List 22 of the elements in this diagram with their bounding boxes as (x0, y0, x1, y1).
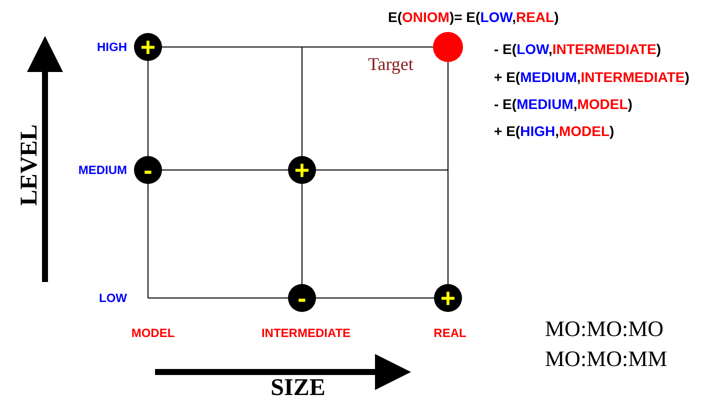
formula-term: + E(MEDIUM,INTERMEDIATE) (494, 69, 690, 85)
level-label: MEDIUM (78, 163, 127, 177)
level-label: HIGH (97, 40, 127, 54)
target-circle (433, 32, 463, 62)
formula-term: + E(HIGH,MODEL) (494, 123, 614, 139)
scheme-label: MO:MO:MO (545, 316, 664, 342)
axis-title: SIZE (270, 375, 326, 401)
scheme-label: MO:MO:MM (545, 346, 668, 372)
sign-circle: - (134, 156, 162, 184)
sign-circle: + (134, 33, 162, 61)
target-label: Target (368, 54, 414, 75)
level-label: LOW (99, 291, 127, 305)
size-label: REAL (434, 326, 466, 340)
size-label: INTERMEDIATE (261, 326, 351, 340)
size-label: MODEL (131, 326, 175, 340)
formula-term: - E(MEDIUM,MODEL) (494, 96, 632, 112)
axis-title: LEVEL (16, 124, 44, 206)
formula-term: E(ONIOM)= E(LOW,REAL) (388, 9, 559, 25)
sign-circle: + (434, 284, 462, 312)
formula-term: - E(LOW,INTERMEDIATE) (494, 41, 661, 57)
sign-circle: + (288, 156, 316, 184)
sign-circle: - (288, 284, 316, 312)
